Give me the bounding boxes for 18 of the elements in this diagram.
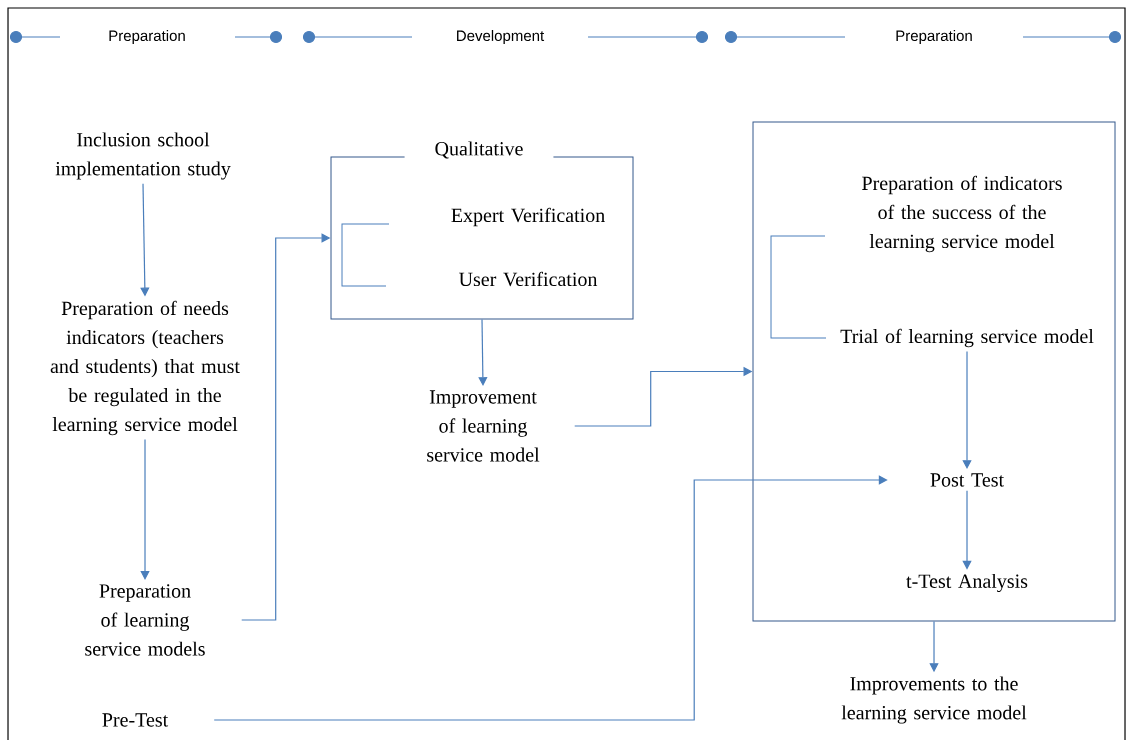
step-text: Expert Verification	[451, 207, 605, 227]
phase-label: Development	[457, 30, 545, 44]
step-text: Trial of learning service model	[840, 328, 1094, 348]
arrow	[213, 475, 888, 721]
step-text: Preparation of learning service models	[85, 584, 205, 656]
node-label: Qualitative	[435, 141, 523, 159]
group-box	[752, 121, 1116, 622]
step-text: User Verification	[459, 271, 598, 287]
phase-label: Preparation	[109, 30, 185, 44]
step-text: Inclusion school implementation study	[55, 132, 231, 180]
step-text: Improvement of learning service model	[427, 390, 540, 462]
step-text: Pre-Test	[102, 713, 169, 727]
step-text: Preparation of indicators of the success of the learning service model	[862, 175, 1062, 253]
step-text: Preparation of needs indicators (teachers and students) that must be regulated in the learning service model	[50, 300, 240, 436]
phase-label: Preparation	[896, 30, 972, 44]
step-text: Post Test	[930, 473, 1004, 487]
step-text: t-Test Analysis	[906, 573, 1028, 593]
step-text: Improvements to the learning service model	[841, 676, 1027, 724]
